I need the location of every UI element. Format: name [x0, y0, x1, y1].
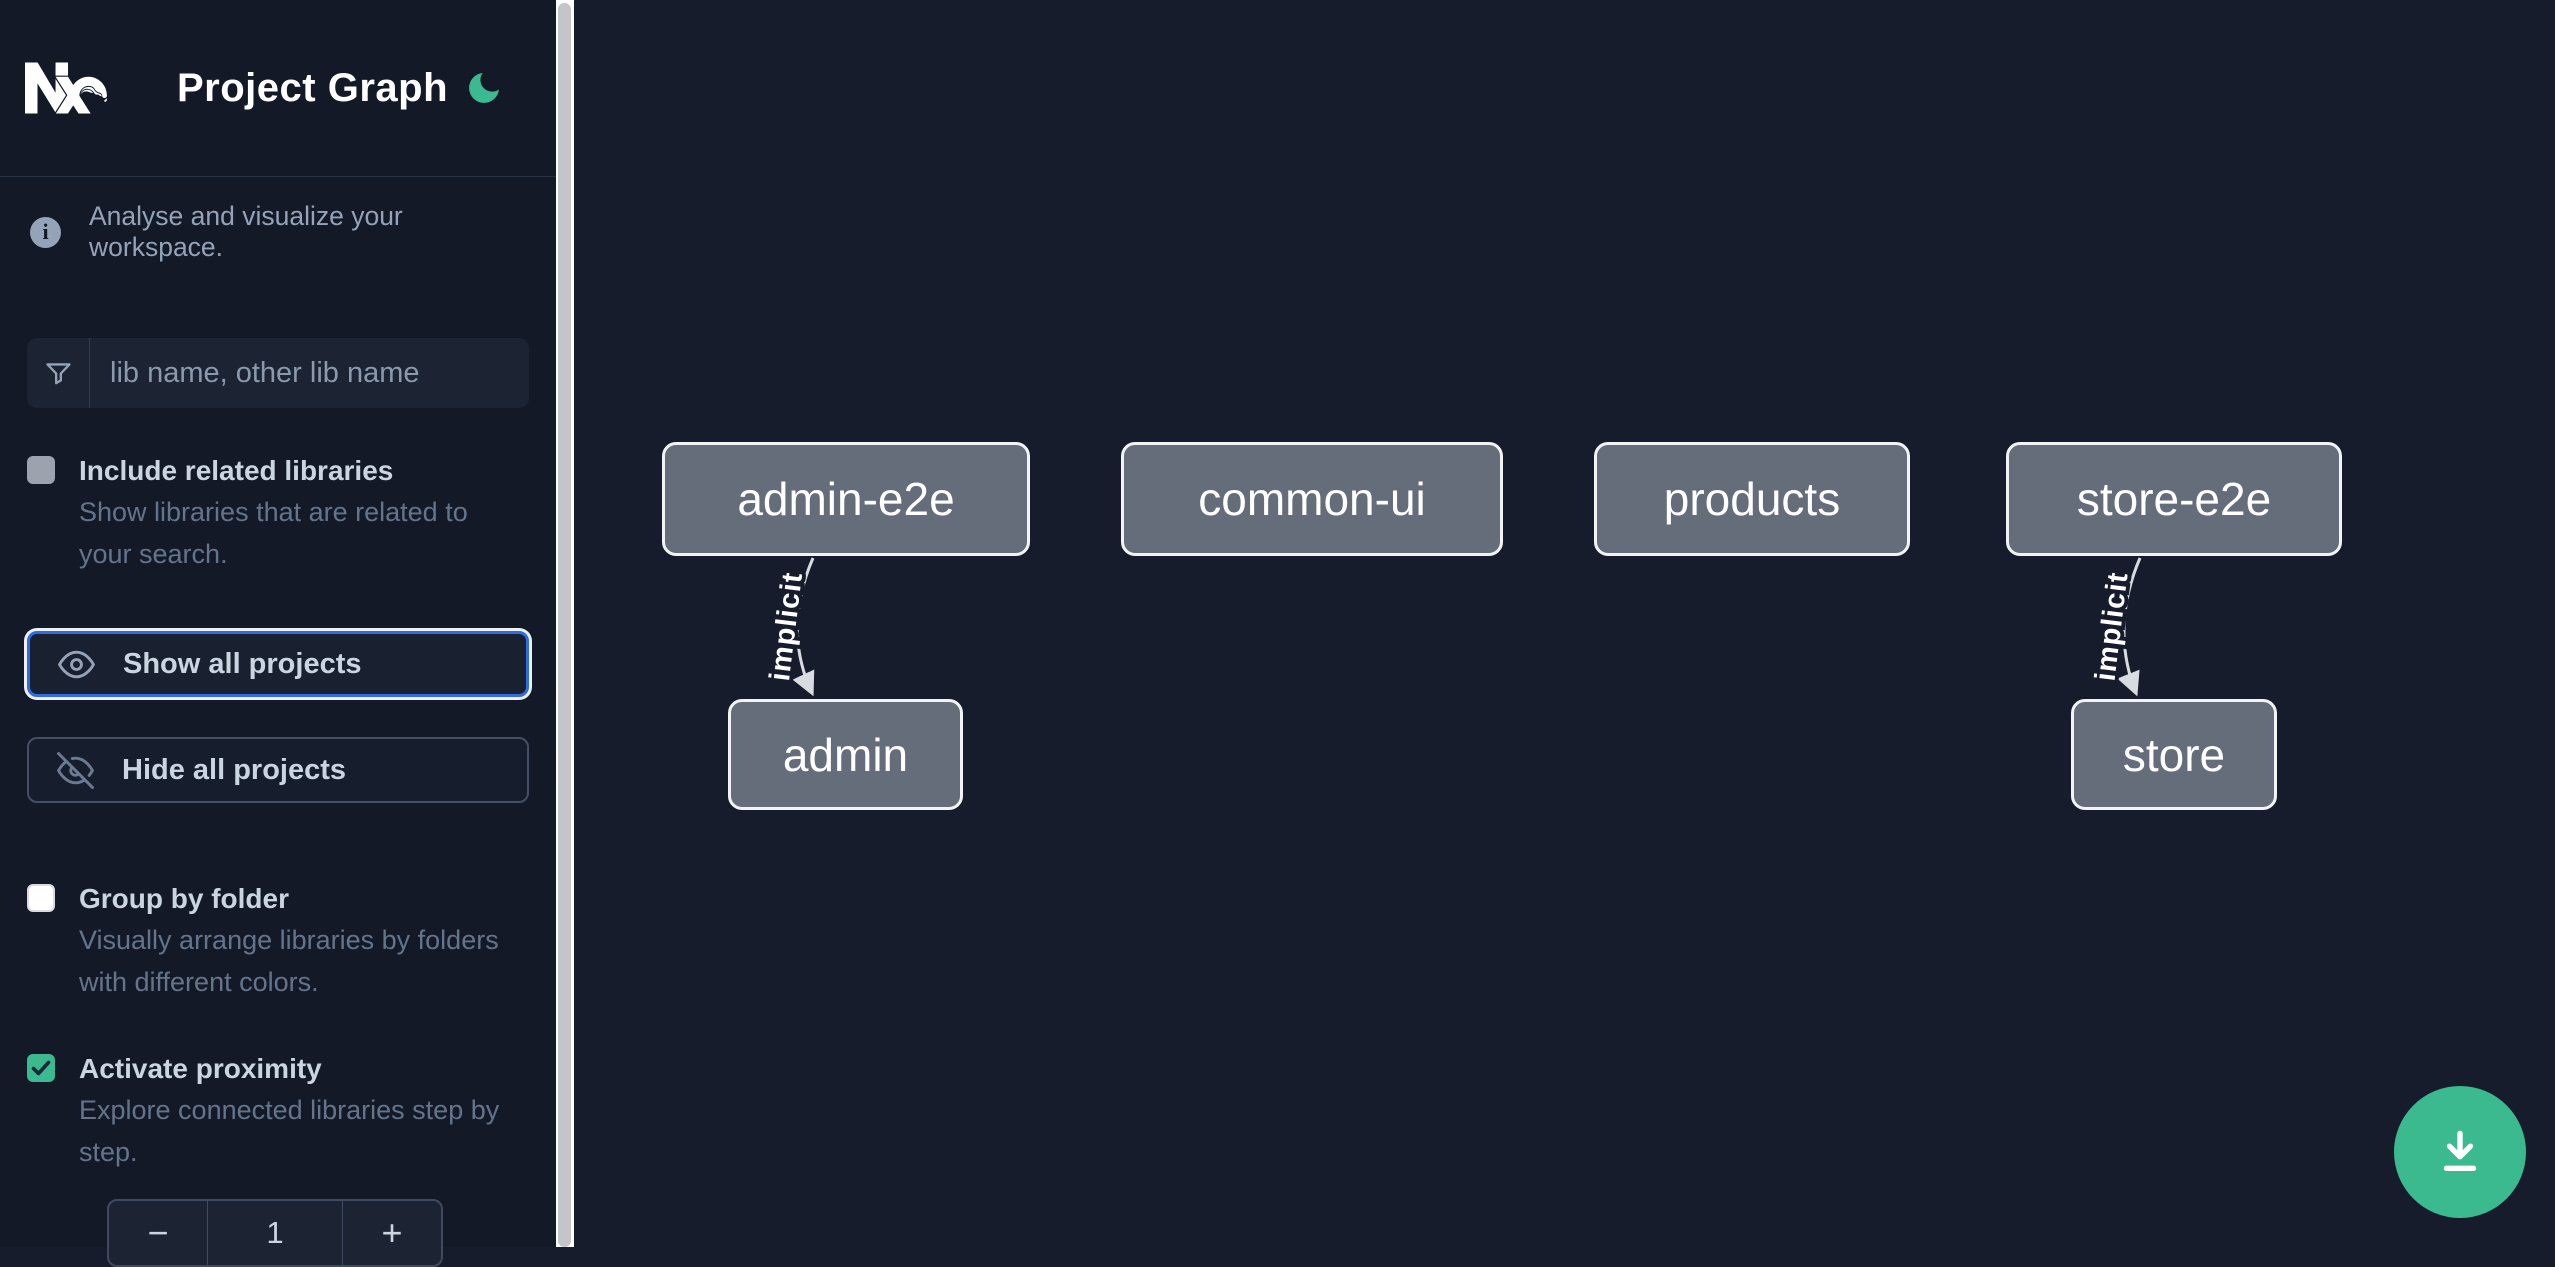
show-all-projects-label: Show all projects	[123, 647, 362, 680]
activate-proximity-description: Explore connected libraries step by step…	[79, 1095, 500, 1167]
graph-edge-store-e2e-store	[2117, 557, 2142, 697]
eye-icon	[58, 650, 95, 678]
group-by-folder-checkbox[interactable]	[27, 884, 55, 912]
activate-proximity-label[interactable]: Activate proximity	[79, 1053, 322, 1084]
moon-icon	[469, 73, 499, 103]
proximity-depth-stepper: − 1 +	[107, 1199, 443, 1267]
download-icon	[2443, 1130, 2477, 1172]
nx-logo	[25, 47, 107, 129]
hide-all-projects-label: Hide all projects	[122, 753, 347, 786]
activate-proximity-checkbox[interactable]	[27, 1054, 55, 1082]
graph-node-store[interactable]: store	[2071, 699, 2277, 810]
export-image-button[interactable]	[2394, 1086, 2526, 1218]
workspace-tagline-row: i Analyse and visualize your workspace.	[30, 201, 529, 263]
sidebar-header: Project Graph	[0, 0, 556, 177]
graph-canvas[interactable]: implicit implicit admin-e2e common-ui produ…	[574, 0, 2555, 1247]
include-related-checkbox[interactable]	[27, 456, 55, 484]
graph-node-products[interactable]: products	[1594, 442, 1910, 556]
filter-icon	[27, 338, 90, 408]
page-title: Project Graph	[177, 65, 449, 110]
theme-toggle-button[interactable]	[462, 66, 506, 110]
search-input[interactable]	[90, 338, 529, 408]
graph-node-common-ui[interactable]: common-ui	[1121, 442, 1503, 556]
edge-label-admin-e2e: implicit	[764, 570, 809, 683]
toggle-group-by-folder: Group by folder Visually arrange librari…	[27, 879, 529, 1003]
toggle-include-related: Include related libraries Show libraries…	[27, 451, 529, 575]
edge-label-store-e2e: implicit	[2090, 570, 2135, 683]
hide-all-projects-button[interactable]: Hide all projects	[27, 737, 529, 803]
checkmark-icon	[31, 1060, 51, 1076]
eye-off-icon	[57, 751, 94, 789]
proximity-depth-value: 1	[207, 1201, 343, 1265]
proximity-decrement-button[interactable]: −	[109, 1201, 207, 1265]
info-icon: i	[30, 216, 61, 248]
graph-node-store-e2e[interactable]: store-e2e	[2006, 442, 2342, 556]
proximity-increment-button[interactable]: +	[343, 1201, 441, 1265]
graph-edge-admin-e2e-admin	[792, 557, 815, 697]
sidebar: Project Graph i Analyse and visualize yo…	[0, 0, 556, 1267]
toggle-activate-proximity: Activate proximity Explore connected lib…	[27, 1049, 529, 1173]
group-by-folder-description: Visually arrange libraries by folders wi…	[79, 925, 499, 997]
include-related-label[interactable]: Include related libraries	[79, 455, 394, 486]
workspace-tagline: Analyse and visualize your workspace.	[89, 201, 403, 262]
sidebar-scrollbar	[556, 0, 574, 1247]
graph-node-admin[interactable]: admin	[728, 699, 963, 810]
search-box	[27, 338, 529, 408]
sidebar-scrollbar-thumb[interactable]	[558, 3, 571, 1247]
group-by-folder-label[interactable]: Group by folder	[79, 883, 289, 914]
graph-node-admin-e2e[interactable]: admin-e2e	[662, 442, 1030, 556]
include-related-description: Show libraries that are related to your …	[79, 497, 468, 569]
show-all-projects-button[interactable]: Show all projects	[27, 631, 529, 697]
